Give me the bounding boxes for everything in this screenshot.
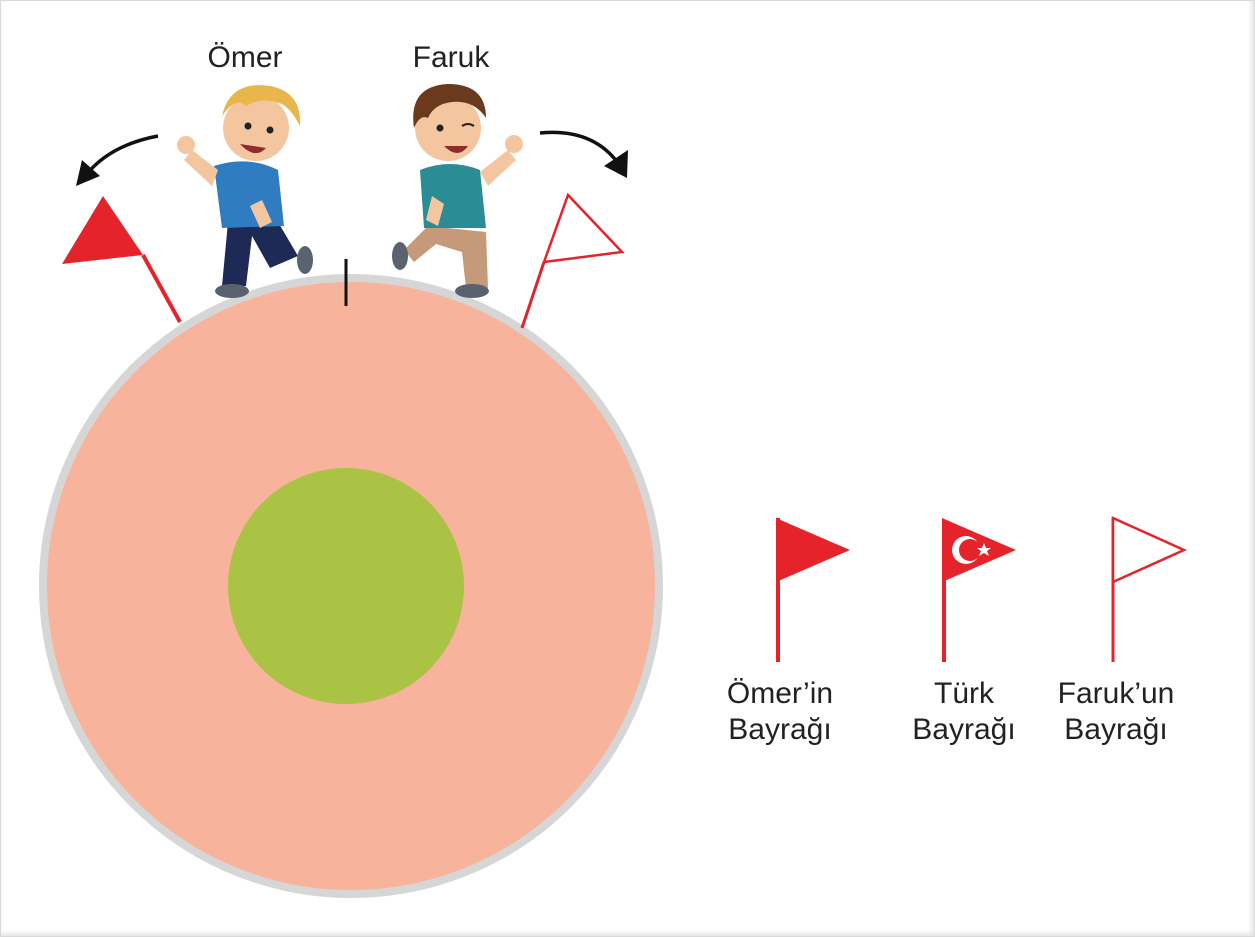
clockwise-arrow-icon (539, 130, 628, 178)
faruk-flag-on-track (520, 192, 625, 329)
faruk-name-label: Faruk (412, 41, 490, 74)
legend-omer-label: Ömer’in Bayrağı (712, 676, 848, 748)
white-flag-icon (1111, 516, 1188, 662)
red-flag-icon (776, 518, 850, 662)
inner-field (228, 468, 464, 704)
counterclockwise-arrow-icon (76, 134, 159, 186)
omer-flag-on-track (62, 196, 182, 323)
legend-faruk-label: Faruk’un Bayrağı (1046, 676, 1186, 748)
legend-omer-line1: Ömer’in (726, 677, 834, 710)
faruk-character-icon (392, 84, 523, 298)
legend-omer-line2: Bayrağı (728, 713, 832, 746)
legend-faruk-line2: Bayrağı (1064, 713, 1168, 746)
omer-character-icon (177, 85, 313, 298)
legend-turk-line1: Türk (934, 677, 994, 710)
legend-turk-label: Türk Bayrağı (894, 676, 1034, 748)
legend-turk-line2: Bayrağı (912, 713, 1016, 746)
omer-name-label: Ömer (207, 41, 283, 74)
legend-faruk-line1: Faruk’un (1057, 677, 1175, 710)
turkish-flag-icon (942, 518, 1016, 662)
